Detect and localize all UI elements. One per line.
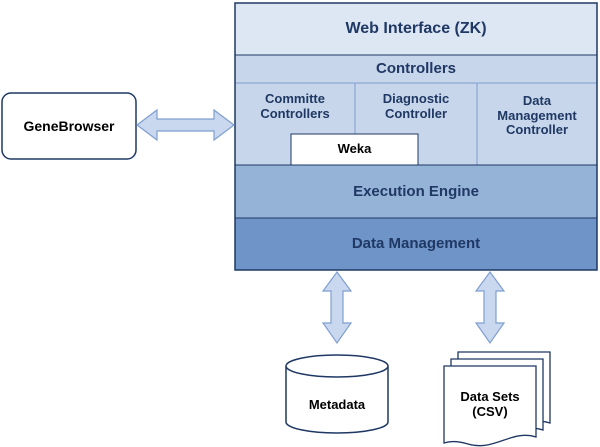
genebrowser-label: GeneBrowser (23, 117, 115, 134)
execution-engine-layer (234, 164, 598, 219)
web-interface-layer (234, 2, 598, 56)
genebrowser-box (1, 92, 137, 160)
stack-outline (234, 2, 598, 271)
data-management-controller-label: Data Management Controller (497, 92, 577, 138)
datasets-documents-icon (443, 351, 551, 447)
datasets-label: Data Sets (CSV) (460, 389, 520, 419)
data-management-label: Data Management (351, 235, 481, 253)
double-arrow-horizontal (136, 108, 235, 142)
double-arrow-datasets (474, 270, 506, 345)
diagnostic-controller-label: Diagnostic Controller (382, 91, 450, 121)
weka-label: Weka (337, 141, 372, 157)
web-interface-label: Web Interface (ZK) (345, 19, 487, 37)
execution-engine-label: Execution Engine (353, 182, 479, 200)
double-arrow-metadata (321, 270, 353, 345)
weka-box (290, 133, 419, 166)
metadata-cylinder-icon (285, 354, 389, 434)
controllers-label: Controllers (375, 60, 456, 78)
committe-controllers-label: Committe Controllers (260, 91, 330, 121)
metadata-label: Metadata (308, 396, 366, 412)
